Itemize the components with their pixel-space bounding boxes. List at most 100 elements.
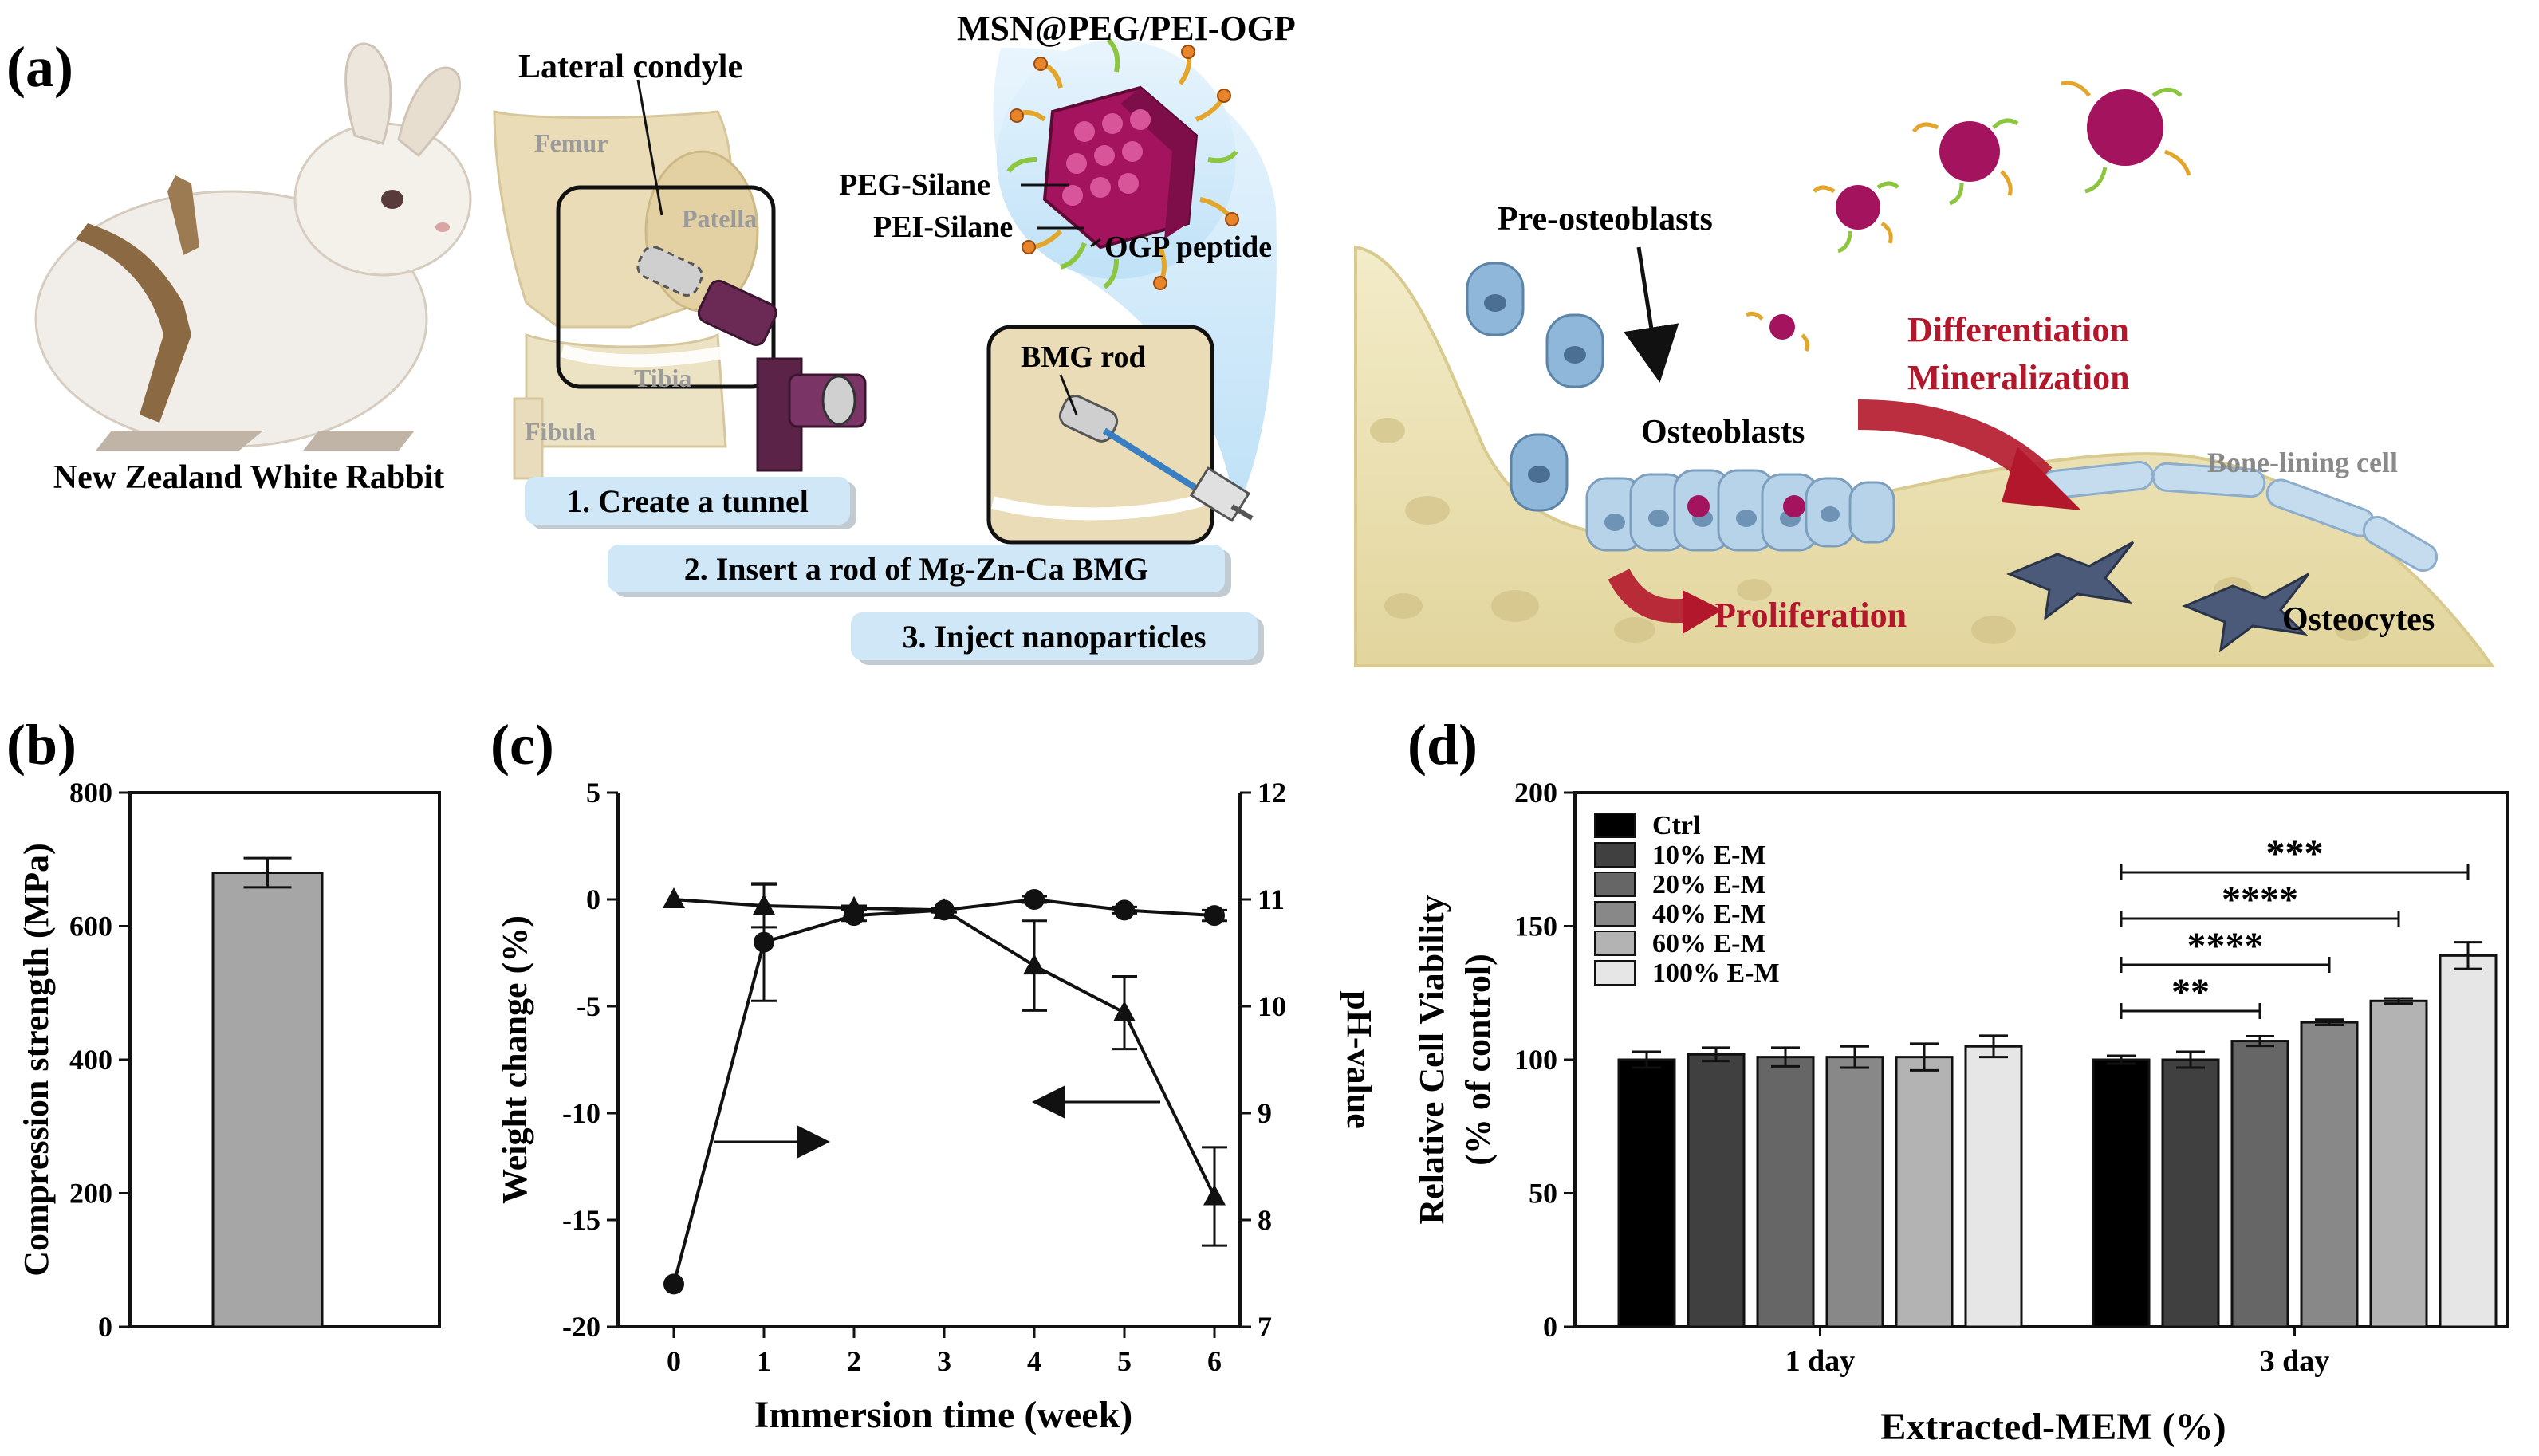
pre-osteoblasts-label: Pre-osteoblasts [1498, 201, 1713, 238]
chart-d-legend-swatch [1594, 901, 1636, 927]
panel-a-label: (a) [6, 35, 73, 99]
chart-c-series-line-circle [672, 897, 1215, 1285]
chart-d-legend-swatch [1594, 813, 1636, 838]
step-2: 2. Insert a rod of Mg-Zn-Ca BMG [608, 545, 1231, 597]
chart-d-ytick-label: 50 [1529, 1178, 1557, 1210]
chart-d-bar [2300, 1021, 2359, 1328]
chart-d-bar [2369, 999, 2428, 1328]
chart-c-point-triangle [1023, 954, 1045, 975]
chart-d-bar [1825, 1056, 1884, 1328]
differentiation-label: Differentiation [1907, 310, 2129, 349]
osteoblasts-label: Osteoblasts [1641, 414, 1805, 451]
bone-scene [1354, 81, 2495, 667]
chart-d-ytick-label: 200 [1514, 777, 1557, 809]
ogp-peptide-label: OGP peptide [1104, 230, 1272, 264]
chart-c-xtick-label: 2 [847, 1345, 861, 1377]
chart-d-significance-label: ** [2171, 971, 2210, 1013]
chart-d-ytick-label: 100 [1514, 1044, 1557, 1076]
chart-b-ylabel: Compression strength (MPa) [17, 843, 56, 1276]
step-1-label: 1. Create a tunnel [566, 483, 809, 519]
step-3: 3. Inject nanoparticles [851, 612, 1264, 665]
bmg-rod-label: BMG rod [1021, 340, 1146, 374]
panel-c-label: (c) [490, 713, 554, 777]
patella-label: Patella [682, 204, 757, 233]
chart-d-bar [1756, 1056, 1815, 1328]
chart-d-bar [1964, 1045, 2023, 1328]
chart-d-legend-label: 60% E-M [1652, 929, 1766, 958]
chart-d-legend-swatch [1594, 960, 1636, 986]
knee-illustration [493, 79, 867, 480]
chart-c-xtick-label: 1 [757, 1345, 771, 1377]
chart-c-point-triangle [843, 895, 865, 917]
panel-b: (b) Compression strength (MPa) 020040060… [6, 713, 441, 1343]
chart-d-legend-label: 40% E-M [1652, 899, 1766, 929]
chart-d-bar [2230, 1040, 2289, 1328]
chart-c-point-triangle [753, 894, 775, 915]
chart-b-ytick-label: 0 [98, 1311, 112, 1343]
chart-c-point-triangle [663, 887, 685, 908]
chart-c-ytick-left-label: -15 [562, 1204, 600, 1236]
chart-d-legend-swatch [1594, 842, 1636, 868]
nanoparticle-title: MSN@PEG/PEI-OGP [957, 9, 1296, 48]
tibia-label: Tibia [634, 364, 691, 392]
chart-c-ytick-left-label: -10 [562, 1097, 600, 1129]
chart-d-significance-label: **** [2187, 925, 2264, 967]
chart-d-ytick-label: 0 [1543, 1311, 1557, 1343]
chart-c-ytick-left-label: -5 [577, 990, 600, 1022]
chart-c-ytick-right-label: 8 [1258, 1204, 1272, 1236]
pei-silane-label: PEI-Silane [873, 211, 1013, 244]
chart-d-bar [1895, 1056, 1954, 1328]
chart-d-legend-swatch [1594, 872, 1636, 897]
proliferation-label: Proliferation [1714, 596, 1907, 635]
chart-d-bar [1617, 1058, 1676, 1328]
chart-c-xtick-label: 5 [1117, 1345, 1132, 1377]
chart-d-legend-label: 10% E-M [1652, 840, 1766, 870]
chart-d-bar [2439, 954, 2498, 1328]
chart-d-bar [2161, 1058, 2220, 1328]
chart-c-point-circle [1204, 905, 1225, 927]
chart-c-ytick-right-label: 11 [1258, 883, 1285, 915]
panel-a: (a) New Zealand White Rabbit [6, 9, 2495, 667]
osteocytes-label: Osteocytes [2282, 601, 2435, 638]
mineralization-label: Mineralization [1907, 358, 2130, 397]
step-2-label: 2. Insert a rod of Mg-Zn-Ca BMG [684, 551, 1149, 587]
panel-d-label: (d) [1407, 713, 1478, 777]
chart-c-ylabel-right: pH-value [1340, 990, 1379, 1129]
chart-c-ytick-left-label: 0 [586, 883, 600, 915]
chart-d-legend-swatch [1594, 931, 1636, 956]
chart-b-ytick-label: 200 [69, 1178, 112, 1210]
chart-d-ylabel-line2: (% of control) [1458, 954, 1498, 1166]
lateral-condyle-label: Lateral condyle [518, 49, 742, 85]
chart-c-xtick-label: 6 [1207, 1345, 1222, 1377]
chart-d-xtick-label: 1 day [1785, 1344, 1856, 1378]
chart-d-legend-label: Ctrl [1652, 811, 1700, 840]
chart-c-ytick-right-label: 7 [1258, 1311, 1272, 1343]
bmg-rod-illustration [986, 325, 1254, 545]
chart-c-ytick-right-label: 12 [1258, 777, 1286, 809]
chart-b-ytick-label: 400 [69, 1044, 112, 1076]
chart-d-significance-label: **** [2222, 879, 2298, 921]
chart-d-legend-label: 100% E-M [1652, 958, 1780, 988]
chart-c-xlabel: Immersion time (week) [754, 1394, 1133, 1436]
chart-c-ytick-right-label: 10 [1258, 990, 1286, 1022]
step-1: 1. Create a tunnel [525, 477, 856, 529]
femur-label: Femur [534, 128, 608, 157]
chart-d-bar [2092, 1058, 2151, 1328]
chart-c-point-circle [1114, 899, 1135, 921]
chart-c-xtick-label: 4 [1027, 1345, 1041, 1377]
chart-c-ytick-left-label: -20 [562, 1311, 600, 1343]
fibula-label: Fibula [525, 417, 596, 446]
rabbit-illustration [34, 42, 472, 451]
chart-c-point-circle [1024, 889, 1045, 910]
bone-lining-label: Bone-lining cell [2207, 447, 2398, 478]
panel-c: (c) Weight change (%) pH-value Immersion… [490, 713, 1379, 1436]
chart-c-xtick-label: 3 [937, 1345, 951, 1377]
chart-c-point-circle [663, 1273, 684, 1295]
chart-d-xlabel: Extracted-MEM (%) [1880, 1406, 2226, 1448]
chart-c-ytick-right-label: 9 [1258, 1097, 1272, 1129]
chart-b-bar [211, 872, 324, 1328]
chart-c-ytick-left-label: 5 [586, 777, 600, 809]
